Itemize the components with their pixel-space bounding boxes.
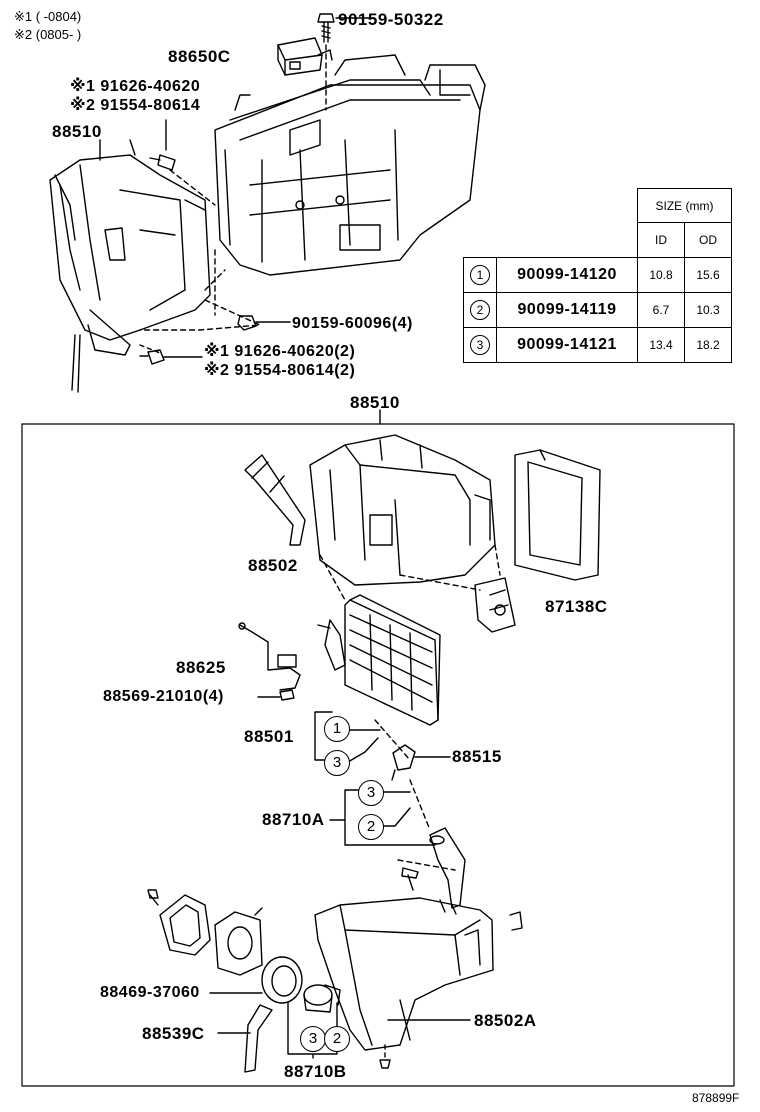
row-part[interactable]: 90099-14119 <box>496 291 638 328</box>
label-88539c[interactable]: 88539C <box>142 1024 205 1043</box>
screw-upper-drawing <box>149 154 176 171</box>
dashed-alignment <box>319 554 346 601</box>
label-88710b[interactable]: 88710B <box>284 1062 347 1081</box>
filter-cartridge-drawing <box>474 577 516 633</box>
dashed-alignment <box>139 299 261 331</box>
seal-ring-drawing <box>261 956 303 1004</box>
callout-2: 2 <box>324 1026 350 1052</box>
figure-code: 878899F <box>692 1091 740 1105</box>
label-88510-box[interactable]: 88510 <box>350 393 400 412</box>
pipe-upper-drawing <box>244 454 306 546</box>
bolt-top-drawing <box>317 13 373 43</box>
dashed-alignment <box>399 574 481 591</box>
row-od: 15.6 <box>684 256 732 293</box>
leader-line <box>347 729 381 763</box>
plate-drawing <box>214 907 263 976</box>
table-row: 2 90099-14119 6.7 10.3 <box>463 291 732 328</box>
pipe-a-drawing <box>429 827 466 915</box>
label-88625[interactable]: 88625 <box>176 658 226 677</box>
dashed-alignment <box>494 544 501 576</box>
note-1: ※1 ( -0804) <box>14 9 82 24</box>
size-header: SIZE (mm) <box>637 188 732 223</box>
leader-line <box>382 791 411 827</box>
table-row: 1 90099-14120 10.8 15.6 <box>463 256 732 293</box>
sensor-drawing <box>238 622 301 691</box>
label-screw2-a[interactable]: ※1 91626-40620(2) <box>204 343 356 360</box>
label-88515[interactable]: 88515 <box>452 747 502 766</box>
motor-drawing <box>303 984 341 1013</box>
row-od: 18.2 <box>684 326 732 363</box>
label-88501[interactable]: 88501 <box>244 727 294 746</box>
label-88710a[interactable]: 88710A <box>262 810 325 829</box>
size-table-blank <box>464 189 638 223</box>
filter-frame-drawing <box>514 449 601 581</box>
top-unit-housing-drawing <box>214 54 486 276</box>
label-seal[interactable]: 88469-37060 <box>100 984 200 1001</box>
dashed-alignment <box>139 344 161 354</box>
note-2: ※2 (0805- ) <box>14 27 82 42</box>
label-clip[interactable]: 88569-21010(4) <box>103 688 224 705</box>
label-screw1-b[interactable]: ※2 91554-80614 <box>70 97 201 114</box>
callout-3: 3 <box>324 750 350 776</box>
bolt-mid-drawing <box>237 315 291 331</box>
label-screw2-b[interactable]: ※2 91554-80614(2) <box>204 362 356 379</box>
callout-3: 3 <box>300 1026 326 1052</box>
bracket-88710b <box>287 1002 338 1059</box>
label-88510-top[interactable]: 88510 <box>52 122 102 141</box>
label-88502[interactable]: 88502 <box>248 556 298 575</box>
col-od: OD <box>684 222 732 258</box>
callout-2: 2 <box>358 814 384 840</box>
bracket-88710a <box>329 789 359 846</box>
leader-dashed <box>169 169 216 206</box>
valve-drawing <box>391 744 451 781</box>
evaporator-drawing <box>317 594 441 726</box>
screw-bottom-drawing <box>379 1059 391 1069</box>
screw-small-drawing <box>401 867 419 879</box>
screw-lower-drawing <box>139 349 203 365</box>
row-number: 3 <box>463 326 497 363</box>
blower-unit-drawing <box>49 154 211 393</box>
col-id: ID <box>637 222 685 258</box>
label-screw1-a[interactable]: ※1 91626-40620 <box>70 78 201 95</box>
hose-drawing <box>244 1004 273 1073</box>
upper-case-drawing <box>309 434 496 586</box>
row-part[interactable]: 90099-14121 <box>496 326 638 363</box>
size-table-blank <box>464 223 638 258</box>
row-id: 6.7 <box>637 291 685 328</box>
label-87138c[interactable]: 87138C <box>545 597 608 616</box>
dashed-alignment <box>397 859 456 871</box>
callout-3: 3 <box>358 780 384 806</box>
label-88502a[interactable]: 88502A <box>474 1011 537 1030</box>
row-od: 10.3 <box>684 291 732 328</box>
clip-drawing <box>279 689 295 701</box>
dashed-alignment <box>374 719 411 761</box>
row-id: 10.8 <box>637 256 685 293</box>
row-number: 2 <box>463 291 497 328</box>
label-bolt-mid[interactable]: 90159-60096(4) <box>292 315 413 332</box>
label-88650c[interactable]: 88650C <box>168 47 231 66</box>
row-part[interactable]: 90099-14120 <box>496 256 638 293</box>
gasket-drawing <box>147 889 211 956</box>
callout-1: 1 <box>324 716 350 742</box>
table-row: 3 90099-14121 13.4 18.2 <box>463 326 732 363</box>
assembly-box <box>21 423 735 1087</box>
label-bolt-top[interactable]: 90159-50322 <box>338 10 444 29</box>
module-88650c-drawing <box>277 37 333 76</box>
row-id: 13.4 <box>637 326 685 363</box>
dashed-alignment <box>409 779 431 831</box>
leader-line <box>129 139 136 156</box>
size-table: SIZE (mm) ID OD 1 90099-14120 10.8 15.6 … <box>463 188 732 363</box>
row-number: 1 <box>463 256 497 293</box>
